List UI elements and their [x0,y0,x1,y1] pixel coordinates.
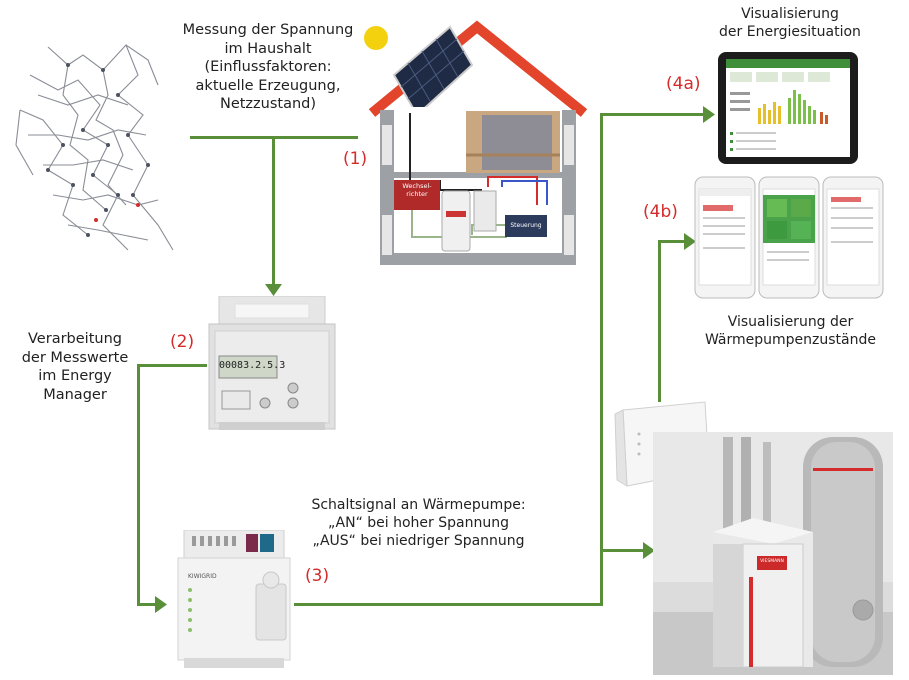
switch-off: „AUS“ bei niedriger Spannung [312,533,525,550]
step-4b-label: (4b) [643,202,678,222]
vis-heatpump-line-1: Visualisierung der [727,314,854,330]
processing-line-4: Manager [43,386,107,403]
measurement-label: Messung der Spannung im Haushalt (Einflu… [168,21,368,114]
to-tablet-line [600,113,705,116]
step-3-label: (3) [305,566,330,586]
step-1-label: (1) [343,149,368,169]
measurement-line-4: aktuelle Erzeugung, [195,77,341,94]
meter-to-gateway-line-v [137,364,140,606]
measurement-line-1: Messung der Spannung [182,22,354,38]
meter-display: 00083.2.5.3 [219,360,286,371]
measurement-to-meter-line [272,137,275,289]
control-box [505,215,547,237]
measurement-line-5: Netzzustand) [219,96,317,113]
to-heatpump-line [600,549,645,552]
measurement-line-3: (Einflussfaktoren: [204,59,332,76]
processing-label: Verarbeitung der Messwerte im Energy Man… [10,330,140,404]
measurement-line-2: im Haushalt [224,40,312,57]
router-to-phones-line-v [658,240,661,402]
vis-energy-line-2: der Energiesituation [719,23,861,40]
processing-line-1: Verarbeitung [28,331,122,347]
grid-network-map [15,43,174,251]
energy-meter: 00083.2.5.3 [207,295,337,431]
gateway-device: KIWIGRID [170,529,298,670]
heat-pump-photo: VIESMANN [653,432,893,675]
switch-on: „AN“ bei hoher Spannung [328,515,509,532]
meter-to-gateway-line-h2 [137,603,157,606]
meter-to-gateway-line-h1 [137,364,207,367]
step-2-label: (2) [170,332,195,352]
vis-energy-label: Visualisierung der Energiesituation [690,6,890,42]
switch-title: Schaltsignal an Wärmepumpe: [311,497,526,513]
tablet-dashboard [718,52,858,164]
gateway-out-line [294,603,603,606]
heat-pump-brand: VIESMANN [760,559,784,564]
inverter-label: Wechsel- richter [402,182,432,198]
phone-1 [694,176,756,299]
processing-line-2: der Messwerte [21,349,129,366]
step-4a-label: (4a) [666,74,701,94]
vis-energy-line-1: Visualisierung [741,6,839,22]
arrowhead-to-gateway [155,596,167,613]
switch-signal-label: Schaltsignal an Wärmepumpe: „AN“ bei hoh… [286,496,551,551]
control-label: Steuerung [510,222,542,229]
arrowhead-to-heatpump [643,542,655,559]
arrowhead-to-phones [684,233,696,250]
house-illustration: Wechsel- richter Steuerung [362,15,592,270]
router-to-phones-line-h [658,240,686,243]
vis-heatpump-label: Visualisierung der Wärmepumpenzustände [688,314,893,350]
solar-panel-icon [392,25,474,117]
vis-heatpump-line-2: Wärmepumpenzustände [704,331,876,348]
heat-pump-logo [757,556,787,570]
trunk-vertical-line [600,113,603,606]
processing-line-3: im Energy [38,368,112,385]
phone-3 [822,176,884,299]
house-svg [364,20,588,265]
arrowhead-to-meter [265,284,282,296]
gateway-brand: KIWIGRID [188,573,217,580]
phone-2 [758,176,820,299]
phone-screens [693,175,885,300]
sun-icon [364,26,388,50]
inverter-box [394,180,440,210]
arrowhead-to-tablet [703,106,715,123]
